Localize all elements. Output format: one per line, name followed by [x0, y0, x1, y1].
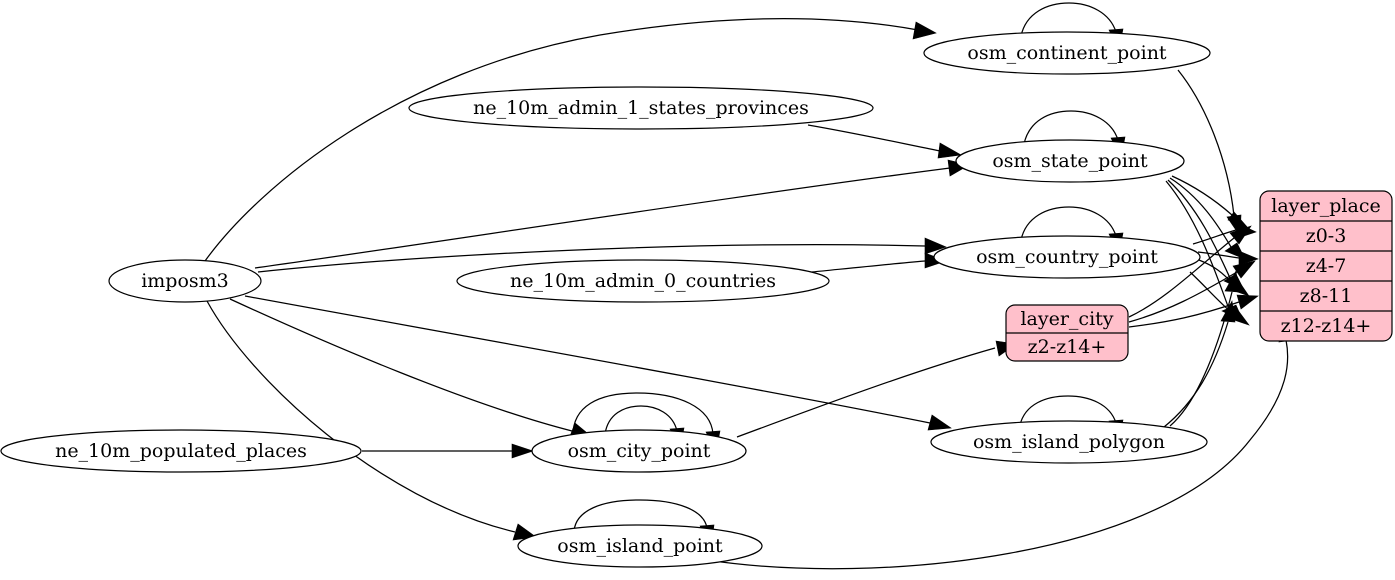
- node-osm_country_point[interactable]: osm_country_point: [933, 235, 1201, 279]
- node-osm_city_point[interactable]: osm_city_point: [531, 429, 747, 473]
- record-layer_place-row-z12-z14[interactable]: z12-z14+: [1281, 315, 1372, 337]
- node-osm_island_polygon[interactable]: osm_island_polygon: [930, 420, 1208, 464]
- node-osm_continent_point[interactable]: osm_continent_point: [923, 31, 1211, 75]
- node-ne_10m_admin_1_states_provinces[interactable]: ne_10m_admin_1_states_provinces: [408, 86, 874, 130]
- record-layer_place[interactable]: layer_place z0-3 z4-7 z8-11 z12-z14+: [1259, 190, 1393, 342]
- node-layer-records: layer_city z2-z14+ layer_place z0-3 z4-7…: [1005, 190, 1393, 362]
- node-ne_10m_admin_0_countries[interactable]: ne_10m_admin_0_countries: [456, 259, 830, 303]
- record-layer_place-row-z4-7[interactable]: z4-7: [1306, 255, 1347, 277]
- node-osm_state_point[interactable]: osm_state_point: [955, 139, 1185, 183]
- node-osm_state_point-label: osm_state_point: [992, 150, 1148, 172]
- node-osm_city_point-label: osm_city_point: [568, 440, 711, 462]
- node-ne_10m_admin_0_countries-label: ne_10m_admin_0_countries: [510, 270, 776, 292]
- edge-imposm3-to-osm_continent_point: [204, 18, 937, 262]
- node-ne_10m_admin_1_states_provinces-label: ne_10m_admin_1_states_provinces: [473, 97, 809, 119]
- node-osm_country_point-label: osm_country_point: [976, 246, 1158, 268]
- edge-imposm3-to-osm_island_point: [206, 300, 537, 541]
- edge-osm_island_polygon-to-layer_place-z8-11: [1169, 270, 1240, 427]
- node-ne_10m_populated_places-label: ne_10m_populated_places: [55, 440, 307, 462]
- edge-layer: [204, 2, 1294, 570]
- edge-osm_city_point-to-layer_city-z2-z14: [736, 340, 1017, 438]
- edge-ne_10m_populated_places-to-osm_city_point: [362, 443, 534, 459]
- edge-imposm3-to-osm_city_point: [229, 298, 593, 440]
- record-layer_city[interactable]: layer_city z2-z14+: [1005, 304, 1129, 362]
- node-imposm3[interactable]: imposm3: [108, 259, 262, 303]
- node-osm_island_point[interactable]: osm_island_point: [517, 524, 763, 568]
- edge-layer_city-to-layer_place-z8-11: [1128, 294, 1259, 328]
- node-imposm3-label: imposm3: [141, 270, 229, 292]
- record-layer_city-title: layer_city: [1020, 308, 1113, 330]
- edge-osm_island_polygon-to-layer_place-z12-z14: [1163, 300, 1236, 428]
- node-ne_10m_populated_places[interactable]: ne_10m_populated_places: [0, 429, 362, 473]
- edge-imposm3-to-osm_state_point: [254, 159, 970, 269]
- edge-ne_10m_admin_0_countries-to-osm_country_point: [811, 252, 947, 273]
- record-layer_place-row-z8-11[interactable]: z8-11: [1300, 285, 1353, 307]
- edge-imposm3-to-osm_island_polygon: [244, 295, 952, 431]
- edge-osm_state_point-to-layer_place-z0-3: [1171, 175, 1249, 229]
- record-layer_city-row-z2-z14[interactable]: z2-z14+: [1028, 336, 1107, 358]
- node-osm_continent_point-label: osm_continent_point: [967, 42, 1167, 64]
- edge-osm_country_point-to-layer_place-z4-7: [1197, 250, 1259, 266]
- record-layer_place-row-z0-3[interactable]: z0-3: [1306, 225, 1347, 247]
- edge-ne_10m_admin_1_states_provinces-to-osm_state_point: [807, 124, 962, 159]
- node-osm_island_polygon-label: osm_island_polygon: [973, 431, 1165, 453]
- node-layer-sources: imposm3 ne_10m_admin_1_states_provinces …: [0, 86, 874, 473]
- node-osm_island_point-label: osm_island_point: [557, 535, 723, 557]
- edge-layer_city-to-layer_place-z0-3: [1128, 225, 1252, 318]
- node-layer-tables: osm_continent_point osm_state_point osm_…: [517, 31, 1211, 568]
- record-layer_place-title: layer_place: [1271, 195, 1380, 217]
- edge-layer_city-to-layer_place-z4-7: [1128, 260, 1256, 323]
- edge-imposm3-to-osm_country_point: [257, 237, 947, 273]
